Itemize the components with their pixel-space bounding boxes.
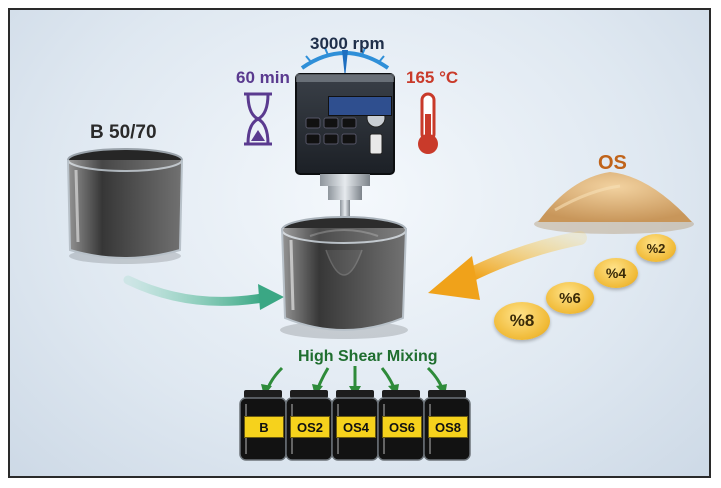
bitumen-arrow-head <box>258 284 284 310</box>
jar-label-b: B <box>244 416 284 438</box>
speed-label: 3000 rpm <box>310 34 385 54</box>
mixer-display <box>328 96 392 116</box>
percentage-token-4: %4 <box>594 258 638 288</box>
bitumen-beaker <box>68 149 182 264</box>
mixing-arrows <box>268 366 442 388</box>
arrow-to-jar-b <box>268 368 282 388</box>
arrow-to-jar-os2 <box>318 368 328 388</box>
bitumen-label: B 50/70 <box>90 122 157 144</box>
temperature-label: 165 °C <box>406 68 458 88</box>
oil-shale-flow-arrow <box>468 238 580 276</box>
jar-label-os4: OS4 <box>336 416 376 438</box>
percentage-token-6: %6 <box>546 282 594 314</box>
figure-frame: 3000 rpm 60 min 165 °C B 50/70 OS High S… <box>8 8 711 478</box>
arrow-to-jar-os8 <box>428 368 442 388</box>
mixing-beaker <box>280 217 408 339</box>
percentage-token-2: %2 <box>636 234 676 262</box>
oil-shale-arrow-head <box>428 256 480 300</box>
jar-label-os2: OS2 <box>290 416 330 438</box>
arrow-to-jar-os6 <box>382 368 394 388</box>
jar-label-os8: OS8 <box>428 416 468 438</box>
percentage-token-8: %8 <box>494 302 550 340</box>
process-scene <box>10 10 711 478</box>
time-label: 60 min <box>236 68 290 88</box>
jar-label-os6: OS6 <box>382 416 422 438</box>
process-label: High Shear Mixing <box>298 348 438 366</box>
thermometer-icon <box>418 94 438 154</box>
bitumen-flow-arrow <box>128 280 262 301</box>
oil-shale-pile <box>534 172 694 234</box>
hourglass-icon <box>244 94 272 144</box>
oil-shale-label: OS <box>598 152 627 175</box>
